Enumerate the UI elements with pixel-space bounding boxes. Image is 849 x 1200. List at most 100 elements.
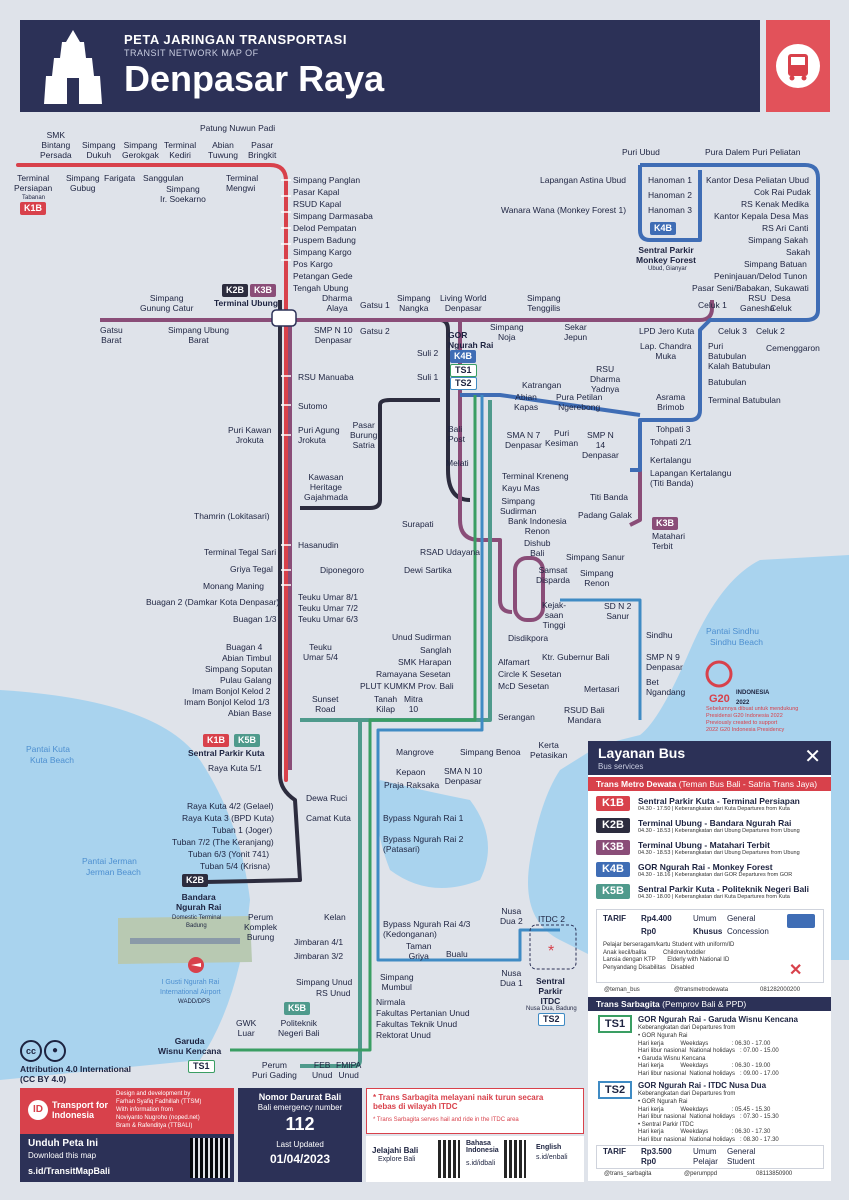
stop-sanggulan[interactable]: Sanggulan xyxy=(143,173,184,183)
stop-terminal-tegal-sari[interactable]: Terminal Tegal Sari xyxy=(204,547,277,557)
stop-farigata[interactable]: Farigata xyxy=(104,173,136,183)
stop-buagan-4[interactable]: Buagan 4 xyxy=(226,642,263,652)
stop-disdikpora[interactable]: Disdikpora xyxy=(508,633,549,643)
stop-simpang-soekarno[interactable]: Simpang Ir. Soekarno xyxy=(160,184,206,204)
stop-bualu[interactable]: Bualu xyxy=(446,949,468,959)
stop-abian-kapas[interactable]: Abian Kapas xyxy=(514,392,539,412)
stop-raya-kuta-4-2[interactable]: Raya Kuta 4/2 (Gelael) xyxy=(187,801,274,811)
stop-terminal-batubulan[interactable]: Terminal Batubulan xyxy=(708,395,781,405)
stop-rsu-ganesha[interactable]: RSU Ganesha xyxy=(740,293,775,313)
social-transmetrodewata[interactable]: @transmetrodewata xyxy=(674,987,729,993)
stop-diponegoro[interactable]: Diponegoro xyxy=(320,565,364,575)
emergency-number[interactable]: 112 xyxy=(285,1114,315,1134)
download-qr-icon[interactable] xyxy=(190,1138,230,1178)
stop-smp-14[interactable]: SMP N 14 Denpasar xyxy=(582,430,619,460)
stop-perum-komplek[interactable]: Perum Komplek Burung xyxy=(244,912,278,942)
stop-puri-agung[interactable]: Puri Agung Jrokuta xyxy=(298,425,340,445)
stop-pura-petilan[interactable]: Pura Petilan Ngerebong xyxy=(556,392,603,412)
stop-pasar-kapal[interactable]: Pasar Kapal xyxy=(293,187,340,197)
stop-nusa-dua-1[interactable]: Nusa Dua 1 xyxy=(500,968,523,988)
stop-titi-banda[interactable]: Titi Banda xyxy=(590,492,628,502)
stop-sekar-jepun[interactable]: Sekar Jepun xyxy=(564,322,588,342)
stop-puri-kesiman[interactable]: Puri Kesiman xyxy=(545,428,579,448)
stop-fmipa-unud[interactable]: FMIPA Unud xyxy=(336,1060,362,1080)
stop-hanoman-1[interactable]: Hanoman 1 xyxy=(648,175,692,185)
stop-pos-kargo[interactable]: Pos Kargo xyxy=(293,259,333,269)
stop-lpd-jero-kuta[interactable]: LPD Jero Kuta xyxy=(639,326,695,336)
stop-desa-celuk[interactable]: Desa Celuk xyxy=(770,293,792,313)
phone-sarbagita[interactable]: 08113850900 xyxy=(756,1171,793,1177)
social-teman-bus[interactable]: @teman_bus xyxy=(604,987,640,993)
stop-terminal-kediri[interactable]: Terminal Kediri xyxy=(164,140,197,160)
stop-pura-dalem[interactable]: Pura Dalem Puri Peliatan xyxy=(705,147,801,157)
stop-sentral-parkir-kuta[interactable]: Sentral Parkir Kuta xyxy=(188,748,265,758)
stop-jimbaran-4-1[interactable]: Jimbaran 4/1 xyxy=(294,937,344,947)
stop-jimbaran-3-2[interactable]: Jimbaran 3/2 xyxy=(294,951,344,961)
stop-sdn-2-sanur[interactable]: SD N 2 Sanur xyxy=(604,601,632,621)
stop-kepaon[interactable]: Kepaon xyxy=(396,767,426,777)
stop-terminal-mengwi[interactable]: Terminal Mengwi xyxy=(226,173,259,193)
stop-circle-k[interactable]: Circle K Sesetan xyxy=(498,669,562,679)
qr-bahasa-icon[interactable] xyxy=(438,1140,460,1178)
stop-simpang-panglan[interactable]: Simpang Panglan xyxy=(293,175,361,185)
stop-garuda-wisnu-kencana[interactable]: Garuda Wisnu Kencana xyxy=(158,1036,222,1056)
stop-kantor-kepala-desa[interactable]: Kantor Kepala Desa Mas xyxy=(714,211,809,221)
stop-kantor-desa-peliatan[interactable]: Kantor Desa Peliatan Ubud xyxy=(706,175,810,185)
stop-simpang-kargo[interactable]: Simpang Kargo xyxy=(293,247,352,257)
stop-simpang-sudirman[interactable]: Simpang Sudirman xyxy=(500,496,537,516)
stop-simpang-gunung-catur[interactable]: Simpang Gunung Catur xyxy=(140,293,194,313)
stop-dharma-alaya[interactable]: Dharma Alaya xyxy=(322,293,353,313)
stop-tuban-6-3[interactable]: Tuban 6/3 (Yonit 741) xyxy=(188,849,270,859)
stop-nusa-dua-2[interactable]: Nusa Dua 2 xyxy=(500,906,523,926)
stop-teuku-umar-5-4[interactable]: Teuku Umar 5/4 xyxy=(303,642,338,662)
stop-mangrove[interactable]: Mangrove xyxy=(396,747,434,757)
stop-bali-post[interactable]: Bali Post xyxy=(448,424,466,444)
stop-simpang-gubug[interactable]: Simpang Gubug xyxy=(66,173,100,193)
stop-simpang-unud[interactable]: Simpang Unud xyxy=(296,977,353,987)
stop-kertalangu[interactable]: Kertalangu xyxy=(650,455,692,465)
stop-simpang-tenggilis[interactable]: Simpang Tenggilis xyxy=(527,293,561,313)
stop-tuban-1[interactable]: Tuban 1 (Joger) xyxy=(212,825,273,835)
stop-lap-chandra-muka[interactable]: Lap. Chandra Muka xyxy=(640,341,692,361)
stop-raya-kuta-5-1[interactable]: Raya Kuta 5/1 xyxy=(208,763,262,773)
stop-kawasan-heritage[interactable]: Kawasan Heritage Gajahmada xyxy=(304,472,348,502)
stop-pasar-seni[interactable]: Pasar Seni/Babakan, Sukawati xyxy=(692,283,809,293)
stop-matahari-terbit[interactable]: Matahari Terbit xyxy=(652,531,686,551)
stop-celuk-2[interactable]: Celuk 2 xyxy=(756,326,785,336)
stop-dewi-sartika[interactable]: Dewi Sartika xyxy=(404,565,452,575)
stop-simpang-nangka[interactable]: Simpang Nangka xyxy=(397,293,431,313)
stop-suli-1[interactable]: Suli 1 xyxy=(417,372,439,382)
phone-tmd[interactable]: 081282000200 xyxy=(760,987,801,993)
stop-kerta-petasikan[interactable]: Kerta Petasikan xyxy=(530,740,568,760)
stop-tohpati-3[interactable]: Tohpati 3 xyxy=(656,424,691,434)
stop-bypass-1[interactable]: Bypass Ngurah Rai 1 xyxy=(383,813,464,823)
stop-surapati[interactable]: Surapati xyxy=(402,519,434,529)
stop-dishub-bali[interactable]: Dishub Bali xyxy=(524,538,551,558)
stop-rsud-bali-mandara[interactable]: RSUD Bali Mandara xyxy=(564,705,605,725)
stop-rs-kenak[interactable]: RS Kenak Medika xyxy=(741,199,810,209)
stop-taman-griya[interactable]: Taman Griya xyxy=(406,941,432,961)
stop-tohpati-2-1[interactable]: Tohpati 2/1 xyxy=(650,437,692,447)
stop-celuk-1[interactable]: Celuk 1 xyxy=(698,300,727,310)
stop-wanara-wana[interactable]: Wanara Wana (Monkey Forest 1) xyxy=(501,205,627,215)
stop-nirmala[interactable]: Nirmala xyxy=(376,997,406,1007)
stop-feb-unud[interactable]: FEB Unud xyxy=(312,1060,333,1080)
stop-puri-batubulan[interactable]: Puri Batubulan xyxy=(708,341,747,361)
stop-rsu-manuaba[interactable]: RSU Manuaba xyxy=(298,372,354,382)
stop-pasar-bringkit[interactable]: Pasar Bringkit xyxy=(248,140,277,160)
stop-gatsu-2[interactable]: Gatsu 2 xyxy=(360,326,390,336)
stop-sma-10[interactable]: SMA N 10 Denpasar xyxy=(444,766,483,786)
stop-sentral-parkir-itdc[interactable]: Sentral Parkir ITDC xyxy=(536,976,565,1006)
stop-batubulan[interactable]: Batubulan xyxy=(708,377,747,387)
stop-rs-unud[interactable]: RS Unud xyxy=(316,988,351,998)
stop-monang-maning[interactable]: Monang Maning xyxy=(203,581,264,591)
stop-asrama-brimob[interactable]: Asrama Brimob xyxy=(656,392,686,412)
stop-ramayana[interactable]: Ramayana Sesetan xyxy=(376,669,451,679)
stop-imam-bonjol-2[interactable]: Imam Bonjol Kelod 2 xyxy=(192,686,271,696)
social-perumppd[interactable]: @perumppd xyxy=(684,1171,718,1177)
stop-bank-indonesia[interactable]: Bank Indonesia Renon xyxy=(508,516,567,536)
stop-sma-7[interactable]: SMA N 7 Denpasar xyxy=(505,430,542,450)
stop-plut-kumkm[interactable]: PLUT KUMKM Prov. Bali xyxy=(360,681,454,691)
stop-sindhu[interactable]: Sindhu xyxy=(646,630,673,640)
stop-sakah[interactable]: Sakah xyxy=(786,247,811,257)
